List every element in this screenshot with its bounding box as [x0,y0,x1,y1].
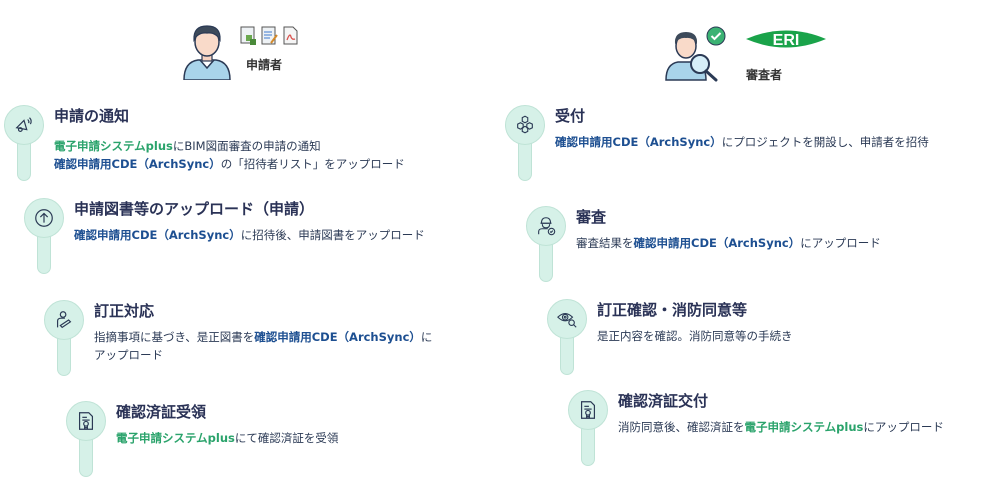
desc-line: 確認申請用CDE（ArchSync）の「招待者リスト」をアップロード [54,157,405,171]
desc-line: 電子申請システムplusにて確認済証を受領 [116,431,339,445]
applicant-avatar-icon [183,25,231,80]
desc-line: 指摘事項に基づき、是正図書を確認申請用CDE（ArchSync）に [94,330,433,344]
svg-text:ERI: ERI [773,32,800,49]
step-pin [66,401,106,478]
step-pin [505,105,545,185]
desc-line: 是正内容を確認。消防同意等の手続き [597,329,793,343]
step-description: 指摘事項に基づき、是正図書を確認申請用CDE（ArchSync）に アップロード [94,328,432,364]
approved-check-icon [706,26,726,46]
step-description: 審査結果を確認申請用CDE（ArchSync）にアップロード [576,234,881,252]
step-description: 消防同意後、確認済証を電子申請システムplusにアップロード [618,418,944,436]
reviewer-label: 審査者 [746,68,783,82]
applicant-header: 申請者 [178,18,308,82]
desc-line: 確認申請用CDE（ArchSync）に招待後、申請図書をアップロード [74,228,425,242]
step-title: 申請の通知 [54,107,130,125]
step-title: 訂正確認・消防同意等 [597,301,748,319]
document-edit-icon [261,26,278,45]
megaphone-icon [15,117,32,133]
desc-line: 審査結果を確認申請用CDE（ArchSync）にアップロード [576,236,881,250]
reviewer-avatar-icon [665,32,718,82]
step-description: 電子申請システムplusにBIM図面審査の申請の通知 確認申請用CDE（Arch… [54,137,405,173]
desc-line: 確認申請用CDE（ArchSync）にプロジェクトを開設し、申請者を招待 [555,135,929,149]
step-pin [24,198,64,278]
certificate-icon [580,401,596,419]
cubes-icon [517,115,533,134]
step-title: 受付 [555,107,586,125]
step-description: 電子申請システムplusにて確認済証を受領 [116,429,338,447]
step-pin [4,105,44,185]
upload-arrow-icon [35,209,53,227]
bim-file-icon [240,26,256,45]
step-title: 審査 [576,208,607,226]
eri-logo: ERI [746,30,826,49]
applicant-doc-icons [240,26,300,46]
eye-search-icon [557,312,577,328]
engineer-check-icon [538,217,556,236]
desc-line: 消防同意後、確認済証を電子申請システムplusにアップロード [618,420,944,434]
desc-line: アップロード [94,348,163,362]
certificate-icon [78,412,94,430]
step-title: 確認済証受領 [116,403,207,421]
person-edit-icon [56,311,72,329]
step-title: 確認済証交付 [618,392,709,410]
step-title: 申請図書等のアップロード（申請） [74,200,315,218]
step-pin [547,299,587,379]
step-pin [568,390,608,470]
step-pin [526,206,566,286]
pdf-file-icon [283,26,298,45]
reviewer-header: ERI 審査者 [664,26,834,86]
step-description: 確認申請用CDE（ArchSync）にプロジェクトを開設し、申請者を招待 [555,133,929,151]
step-title: 訂正対応 [94,302,155,320]
applicant-label: 申請者 [246,58,283,72]
step-description: 確認申請用CDE（ArchSync）に招待後、申請図書をアップロード [74,226,425,244]
step-description: 是正内容を確認。消防同意等の手続き [597,327,793,345]
step-pin [44,300,84,380]
desc-line: 電子申請システムplusにBIM図面審査の申請の通知 [54,139,321,153]
